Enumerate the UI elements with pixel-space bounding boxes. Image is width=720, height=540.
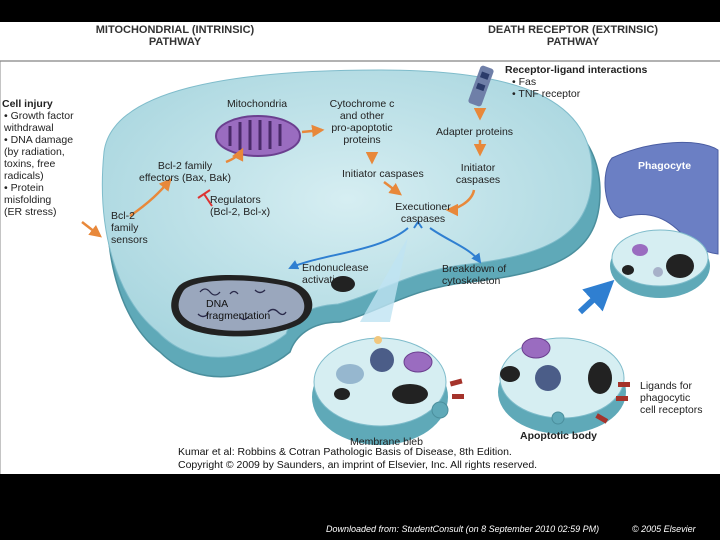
membrane-bleb-cell	[312, 336, 464, 445]
initiator-caspases-right-label: Initiator caspases	[455, 162, 501, 186]
orange-pathway-arrows	[81, 108, 487, 238]
initiator-caspases-left-label: Initiator caspases	[342, 168, 424, 180]
engulfed-apoptotic-body	[610, 229, 710, 298]
footer-copyright: © 2005 Elsevier	[632, 524, 696, 534]
cell-injury-title: Cell injury	[2, 98, 53, 110]
mitochondrion-icon	[215, 115, 301, 157]
death-receptor-icon	[468, 65, 494, 107]
receptor-list: • Fas • TNF receptor	[512, 76, 581, 100]
receptor-title: Receptor-ligand interactions	[505, 64, 648, 76]
cleavage-beam	[360, 237, 408, 322]
breakdown-cytoskeleton-label: Breakdown of cytoskeleton	[442, 263, 507, 287]
apoptotic-body-cell	[498, 337, 630, 434]
nucleus-dna-fragmentation	[171, 275, 313, 337]
cell-injury-list: • Growth factor withdrawal • DNA damage …	[4, 110, 74, 218]
bcl2-effectors-label: Bcl-2 family effectors (Bax, Bak)	[138, 160, 231, 184]
extrinsic-pathway-header: DEATH RECEPTOR (EXTRINSIC) PATHWAY	[487, 24, 659, 48]
inhibition-symbol	[197, 189, 213, 207]
regulators-label: Regulators (Bcl-2, Bcl-x)	[210, 194, 271, 218]
endonuclease-label: Endonuclease activation	[302, 262, 369, 286]
mitochondria-label: Mitochondria	[226, 98, 288, 110]
dna-fragmentation-label: DNA fragmentation	[206, 298, 271, 322]
footer: Downloaded from: StudentConsult (on 8 Se…	[0, 524, 720, 538]
adapter-proteins-label: Adapter proteins	[436, 126, 514, 138]
membrane-bleb-label: Membrane bleb	[350, 436, 423, 448]
cytochrome-label: Cytochrome c and other pro-apoptotic pro…	[329, 98, 395, 146]
credit-line-1: Kumar et al: Robbins & Cotran Pathologic…	[178, 446, 512, 458]
diagram-canvas: MITOCHONDRIAL (INTRINSIC) PATHWAY DEATH …	[0, 22, 720, 474]
executioner-caspases-label: Executioner caspases	[395, 201, 451, 225]
blue-pathway-arrows	[288, 227, 482, 270]
bcl2-sensors-label: Bcl-2 family sensors	[111, 210, 148, 246]
download-notice: Downloaded from: StudentConsult (on 8 Se…	[326, 524, 600, 534]
apoptotic-body-label: Apoptotic body	[520, 430, 597, 442]
ligands-label: Ligands for phagocytic cell receptors	[640, 380, 703, 416]
credit-line-2: Copyright © 2009 by Saunders, an imprint…	[178, 459, 538, 471]
intrinsic-pathway-header: MITOCHONDRIAL (INTRINSIC) PATHWAY	[95, 24, 255, 48]
phagocyte-label: Phagocyte	[638, 160, 692, 172]
apoptosis-diagram	[0, 60, 720, 474]
to-phagocyte-arrow	[577, 279, 615, 315]
